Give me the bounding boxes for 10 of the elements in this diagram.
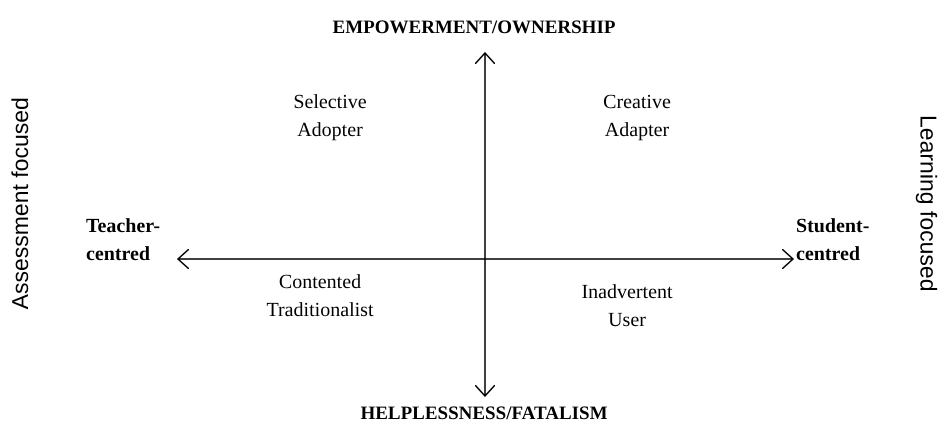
axis-end-label: Teacher-centred [86, 214, 162, 267]
axis-end-label: Student-centred [796, 214, 870, 267]
quadrant-label: Selective Adopter [292, 90, 368, 143]
quadrant-label: Inadvertent User [580, 280, 674, 333]
quadrant-label: Contented Traditionalist [265, 270, 375, 323]
axis-title: HELPLESSNESS/FATALISM [359, 402, 609, 426]
quadrant-label: Creative Adapter [602, 90, 672, 143]
axis-title: EMPOWERMENT/OWNERSHIP [332, 16, 616, 40]
axis-side-label: Learning focused [914, 114, 942, 294]
axis-side-label: Assessment focused [6, 96, 34, 312]
